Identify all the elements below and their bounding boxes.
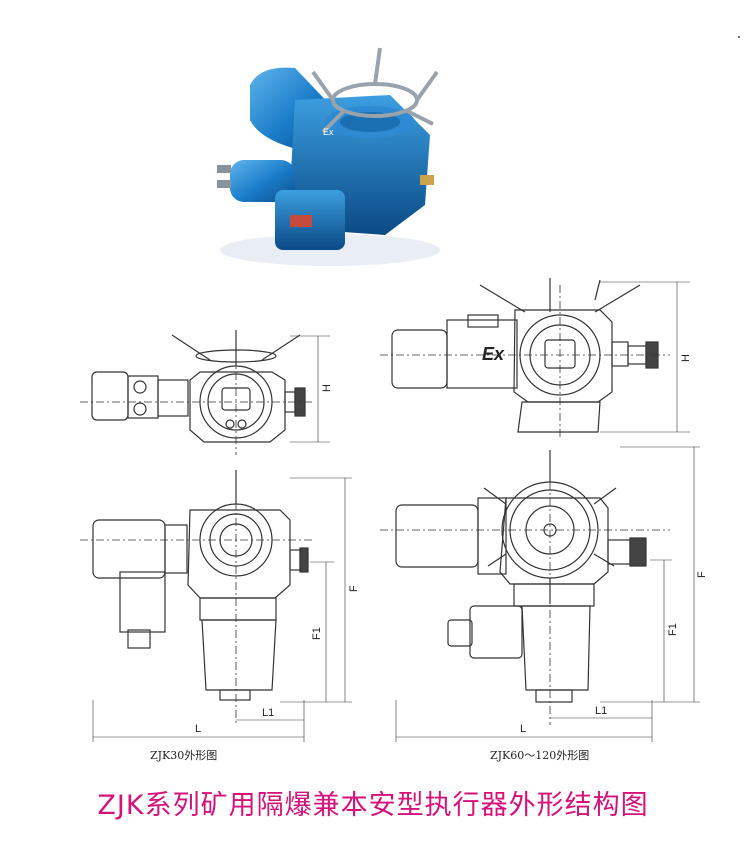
dim-l-left: L [195,723,201,735]
dim-f1-right: F1 [667,623,679,636]
photo-badge: Ex [323,127,334,137]
zjk60-front-view [380,446,700,742]
dim-h-left: H [321,384,333,392]
outline-drawings: H H F F1 F F1 L L1 L L1 Ex [80,278,708,742]
page-title: ZJK系列矿用隔爆兼本安型执行器外形结构图 [97,790,649,821]
corner-dot [738,36,740,38]
ex-mark: Ex [482,344,505,364]
dim-l-right: L [520,723,526,735]
caption-zjk30: ZJK30外形图 [150,749,218,762]
zjk30-side-view [80,330,330,455]
handwheel-icon [311,47,439,134]
dim-f-right: F [696,571,708,578]
actuator-photo: Ex [217,47,440,266]
dim-f-left: F [348,585,360,592]
caption-zjk60-120: ZJK60～120外形图 [490,749,590,762]
zjk30-front-view [80,470,352,742]
dim-l1-right: L1 [595,705,607,717]
dim-l1-left: L1 [262,707,274,719]
zjk60-side-view [380,278,690,440]
dim-f1-left: F1 [311,627,323,640]
dim-h-right: H [680,354,692,362]
